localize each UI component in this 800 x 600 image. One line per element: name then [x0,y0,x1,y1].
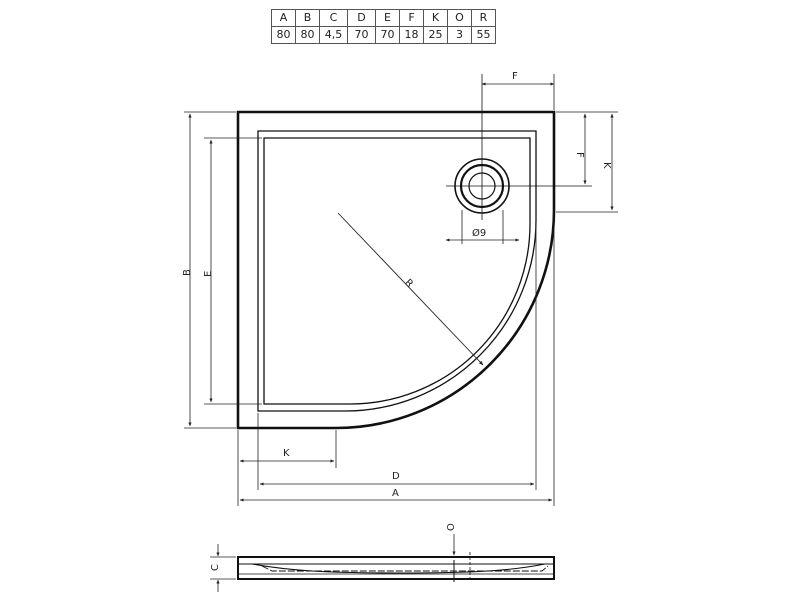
dimension-drain-diameter: Ø9 [445,210,520,244]
label-d: D [392,471,400,482]
value-r: 55 [471,26,496,44]
tray-basin-outline [263,137,531,405]
dimension-k-side: K [556,113,618,213]
dimension-r: R [337,212,484,366]
dimension-e: E [203,137,262,405]
tray-top-view [236,110,556,430]
label-k-bottom: K [283,448,290,459]
dimension-f-top: F [481,71,555,110]
label-f-top: F [512,71,518,82]
label-o: O [446,523,457,531]
label-drain-diameter: Ø9 [472,227,486,239]
dimensions-header-row: A B C D E F K O R [271,9,496,27]
label-b: B [182,269,193,276]
dimension-c: C [210,544,236,592]
dimension-d: D [257,225,537,490]
dimension-k-bottom: K [237,430,337,506]
value-c: 4,5 [319,26,348,44]
label-k-side: K [601,162,612,169]
dimension-b: B [182,111,236,429]
dimension-o: O [446,523,457,556]
dimensions-table: A B C D E F K O R 80 80 4,5 70 70 18 25 … [271,9,496,44]
value-d: 70 [347,26,376,44]
label-c: C [210,564,221,571]
label-f-side: F [574,152,585,158]
dimension-a: A [239,215,555,506]
drain [446,74,592,220]
label-a: A [392,488,399,499]
dimension-f-side: F [556,111,618,185]
tray-rim-inner [257,130,537,412]
tray-outer-outline [236,110,556,430]
value-k: 25 [423,26,448,44]
tray-side-view [237,552,555,582]
label-r: R [402,277,415,290]
value-b: 80 [295,26,320,44]
dimensions-value-row: 80 80 4,5 70 70 18 25 3 55 [271,26,496,44]
side-view-body [237,556,555,580]
label-e: E [203,271,214,277]
